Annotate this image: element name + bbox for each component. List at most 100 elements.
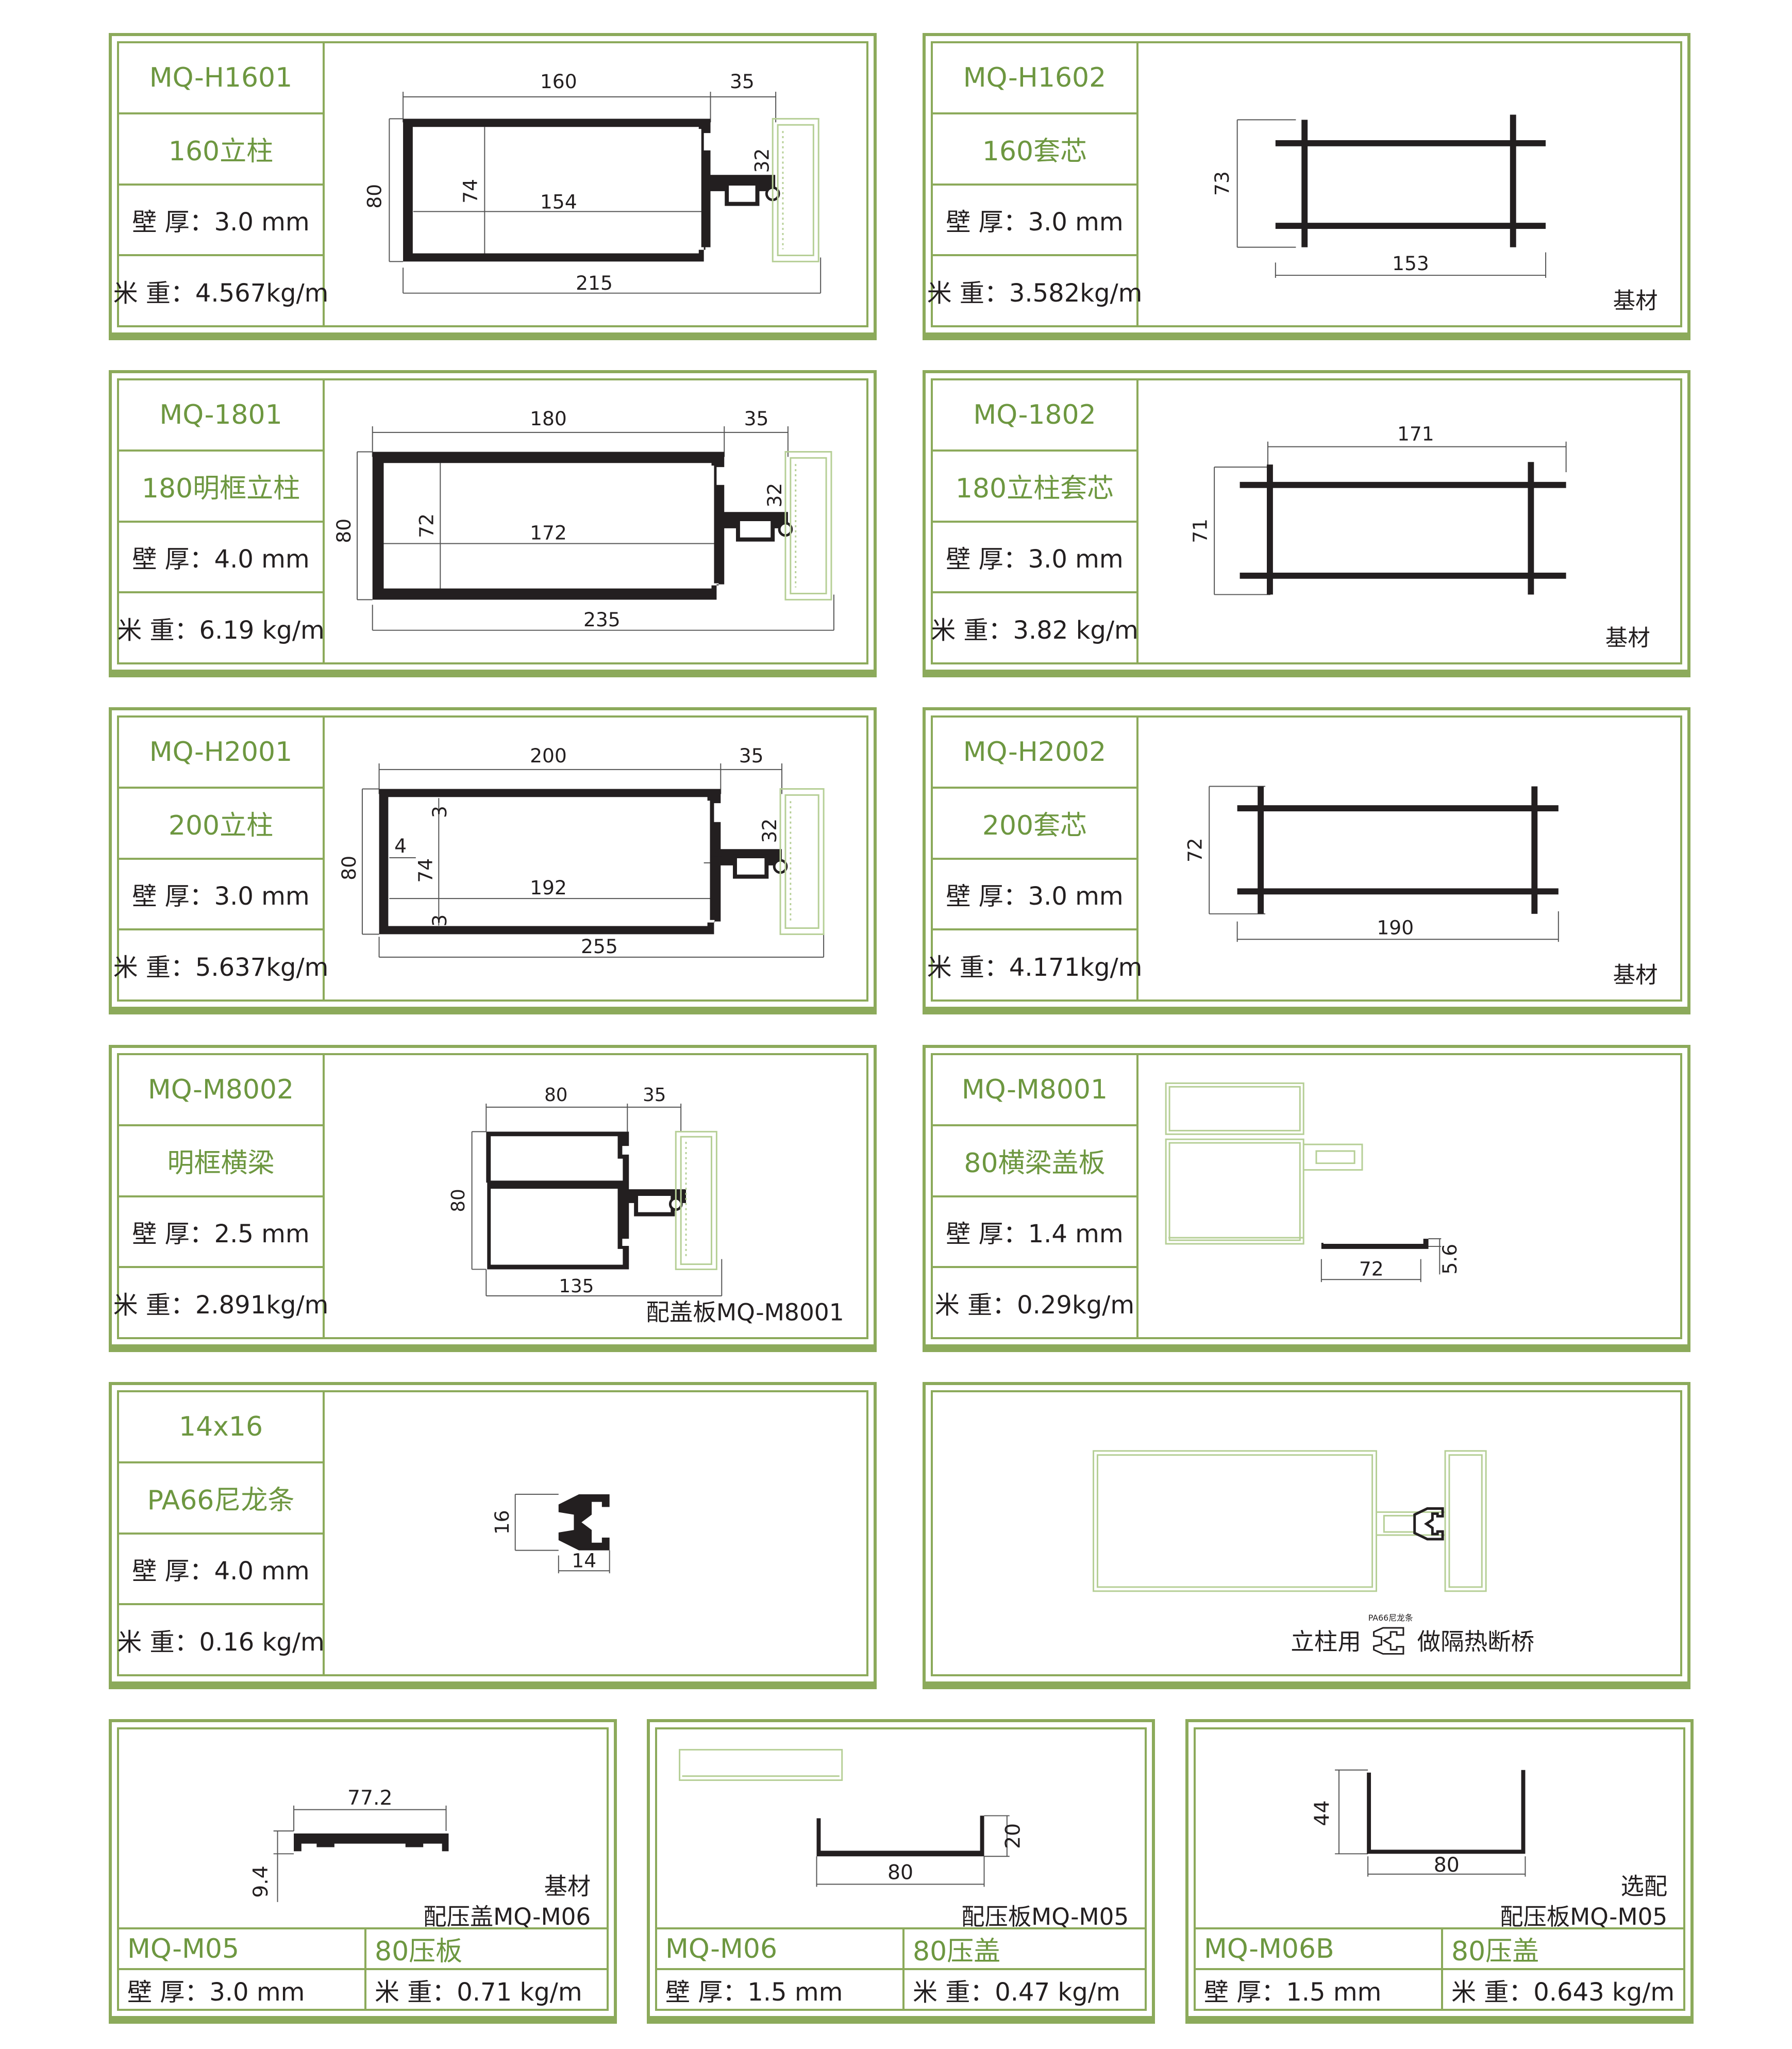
- unit-weight: 米 重：0.29kg/m: [934, 1291, 1135, 1320]
- core-200-drawing: 72 190 基材: [1183, 786, 1658, 988]
- unit-weight: 米 重：2.891kg/m: [113, 1291, 329, 1320]
- dim-215: 215: [576, 272, 613, 294]
- card-mq-h1601: MQ-H1601 160立柱 壁 厚：3.0 mm 米 重：4.567kg/m …: [109, 33, 877, 336]
- dim-44: 44: [1310, 1800, 1334, 1826]
- dim-20: 20: [1001, 1823, 1025, 1849]
- dim-153: 153: [1392, 252, 1429, 275]
- profile-drawing: 160 35 215 154 80 74 32: [323, 43, 866, 325]
- core-180-drawing: 71 171 基材: [1188, 423, 1650, 652]
- unit-weight: 米 重：3.582kg/m: [927, 279, 1143, 308]
- caption-strip-tag: PA66尼龙条: [1368, 1613, 1413, 1623]
- model-code: MQ-1801: [119, 380, 323, 452]
- cover-plate-80-drawing: 72 5.6: [1165, 1082, 1461, 1282]
- spec-column: MQ-M8002 明框横梁 壁 厚：2.5 mm 米 重：2.891kg/m: [113, 1055, 329, 1337]
- model-code: 14x16: [119, 1392, 323, 1463]
- dim-135: 135: [559, 1276, 594, 1297]
- card-inner: MQ-H1602 160套芯 壁 厚：3.0 mm 米 重：3.582kg/m …: [927, 41, 1682, 327]
- pairing-note: 配压板MQ-M05: [1500, 1903, 1667, 1930]
- card-mq-m05: 77.2 9.4 基材 配压盖MQ-M06 MQ-M05 80压板 壁 厚：3.…: [109, 1719, 617, 2019]
- spec-column: 14x16 PA66尼龙条 壁 厚：4.0 mm 米 重：0.16 kg/m: [117, 1392, 325, 1674]
- wall-thickness: 壁 厚：3.0 mm: [119, 1970, 366, 2009]
- dim-14: 14: [572, 1549, 596, 1572]
- spec-column: MQ-1801 180明框立柱 壁 厚：4.0 mm 米 重：6.19 kg/m: [117, 380, 325, 662]
- card-inner: MQ-H2001 200立柱 壁 厚：3.0 mm 米 重：5.637kg/m …: [113, 715, 868, 1002]
- cover-cap-drawing: 80 20 配压板MQ-M05: [679, 1748, 1129, 1930]
- cover-cap-44-drawing: 80 44 选配 配压板MQ-M05: [1310, 1769, 1667, 1930]
- core-160-drawing: 73 153 基材: [1211, 114, 1658, 314]
- wall-thickness: 壁 厚：4.0 mm: [119, 1535, 323, 1606]
- unit-weight: 米 重：3.82 kg/m: [931, 616, 1138, 645]
- dim-72: 72: [1183, 838, 1206, 862]
- card-inner: MQ-H2002 200套芯 壁 厚：3.0 mm 米 重：4.171kg/m …: [927, 715, 1682, 1002]
- mullion-180-drawing: 180 35 235 172 80 72 32: [332, 407, 834, 631]
- model-name: 160立柱: [119, 114, 323, 186]
- card-pa66-strip: 14x16 PA66尼龙条 壁 厚：4.0 mm 米 重：0.16 kg/m 1…: [109, 1382, 877, 1685]
- profile-drawing: 77.2 9.4 基材 配压盖MQ-M06: [119, 1729, 607, 1931]
- model-code: MQ-H1601: [119, 43, 323, 114]
- dim-180: 180: [530, 407, 567, 430]
- mullion-200-drawing: 200 35 255 192 4 4 3 3 80 74 32: [338, 744, 825, 958]
- dim-80: 80: [332, 519, 355, 543]
- wall-thickness: 壁 厚：3.0 mm: [119, 860, 323, 931]
- dim-3-bottom: 3: [428, 914, 451, 927]
- dim-72: 72: [1359, 1257, 1384, 1280]
- wall-thickness: 壁 厚：4.0 mm: [119, 523, 323, 594]
- dim-255: 255: [581, 935, 618, 958]
- dim-171: 171: [1397, 423, 1434, 445]
- thermal-break-assembly-drawing: 立柱用 PA66尼龙条 做隔热断桥: [1093, 1450, 1535, 1656]
- card-mq-h2001: MQ-H2001 200立柱 壁 厚：3.0 mm 米 重：5.637kg/m …: [109, 707, 877, 1010]
- profile-drawing: 80 35 135 80 配盖板MQ-M8001: [323, 1055, 866, 1337]
- dim-35: 35: [730, 70, 755, 93]
- dim-9-4: 9.4: [249, 1865, 273, 1898]
- dim-72: 72: [415, 513, 438, 538]
- spec-column: MQ-H2001 200立柱 壁 厚：3.0 mm 米 重：5.637kg/m: [113, 718, 328, 999]
- mullion-160-drawing: 160 35 215 154 80 74 32: [363, 70, 822, 294]
- model-code: MQ-M06B: [1196, 1929, 1443, 1968]
- spec-row-top: MQ-M06 80压盖: [657, 1927, 1145, 1970]
- wall-thickness: 壁 厚：2.5 mm: [119, 1197, 323, 1269]
- spec-row-top: MQ-M05 80压板: [119, 1927, 607, 1970]
- card-mq-m8002: MQ-M8002 明框横梁 壁 厚：2.5 mm 米 重：2.891kg/m 8…: [109, 1045, 877, 1347]
- model-code: MQ-M05: [119, 1929, 366, 1968]
- model-name: 80压板: [375, 1936, 463, 1967]
- spec-row-bottom: 壁 厚：1.5 mm 米 重：0.47 kg/m: [657, 1970, 1145, 2009]
- dim-80: 80: [1434, 1853, 1460, 1877]
- unit-weight: 米 重：0.643 kg/m: [1451, 1977, 1675, 2007]
- card-mq-h2002: MQ-H2002 200套芯 壁 厚：3.0 mm 米 重：4.171kg/m …: [923, 707, 1690, 1010]
- dim-160: 160: [540, 70, 577, 93]
- dim-5-6: 5.6: [1438, 1244, 1461, 1275]
- model-name: 200套芯: [933, 789, 1136, 860]
- caption-column-use: 立柱用: [1291, 1628, 1361, 1656]
- model-code: MQ-1802: [933, 380, 1136, 452]
- dim-73: 73: [1211, 171, 1233, 196]
- card-inner: 77.2 9.4 基材 配压盖MQ-M06 MQ-M05 80压板 壁 厚：3.…: [117, 1727, 609, 2011]
- spec-column: MQ-H1601 160立柱 壁 厚：3.0 mm 米 重：4.567kg/m: [113, 43, 328, 325]
- card-inner: MQ-M8001 80横梁盖板 壁 厚：1.4 mm 米 重：0.29kg/m …: [931, 1053, 1682, 1339]
- card-assembly: 立柱用 PA66尼龙条 做隔热断桥: [923, 1382, 1690, 1685]
- card-mq-h1602: MQ-H1602 160套芯 壁 厚：3.0 mm 米 重：3.582kg/m …: [923, 33, 1690, 336]
- profile-drawing: 200 35 255 192 4 4 3 3 80 74 32: [323, 718, 866, 999]
- card-inner: 14x16 PA66尼龙条 壁 厚：4.0 mm 米 重：0.16 kg/m 1…: [117, 1390, 868, 1676]
- unit-weight: 米 重：0.47 kg/m: [913, 1977, 1120, 2007]
- dim-35: 35: [643, 1085, 666, 1106]
- cover-plate-note: 配盖板MQ-M8001: [646, 1298, 844, 1326]
- profile-drawing: 73 153 基材: [1136, 43, 1680, 325]
- model-name: 160套芯: [933, 114, 1136, 186]
- model-code: MQ-M8002: [119, 1055, 323, 1126]
- dim-192: 192: [530, 876, 567, 899]
- pairing-note: 配压板MQ-M05: [961, 1903, 1129, 1930]
- wall-thickness: 壁 厚：1.5 mm: [1196, 1970, 1443, 2009]
- card-inner: 80 20 配压板MQ-M05 MQ-M06 80压盖 壁 厚：1.5 mm 米…: [655, 1727, 1147, 2011]
- caption-thermal-break: 做隔热断桥: [1417, 1628, 1535, 1656]
- profile-drawing: 72 5.6: [1136, 1055, 1680, 1337]
- card-inner: 立柱用 PA66尼龙条 做隔热断桥: [931, 1390, 1682, 1676]
- dim-3-top: 3: [428, 806, 451, 818]
- model-code: MQ-H1602: [933, 43, 1136, 114]
- spec-row-top: MQ-M06B 80压盖: [1196, 1927, 1683, 1970]
- dim-80: 80: [338, 856, 360, 880]
- unit-weight: 米 重：4.171kg/m: [927, 953, 1143, 982]
- dim-80-height: 80: [448, 1189, 469, 1212]
- dim-200: 200: [530, 744, 567, 767]
- spec-row-bottom: 壁 厚：1.5 mm 米 重：0.643 kg/m: [1196, 1970, 1683, 2009]
- pairing-note: 配压盖MQ-M06: [423, 1903, 591, 1930]
